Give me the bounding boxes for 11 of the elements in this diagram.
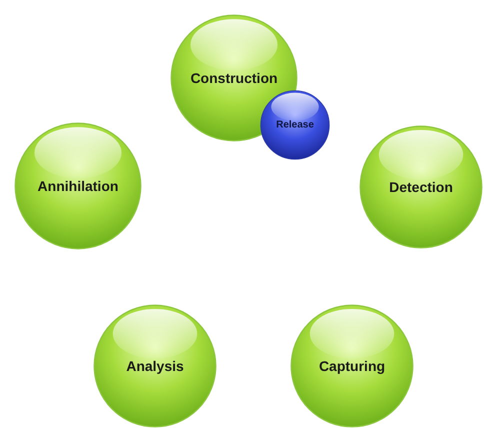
circle-node: [290, 304, 414, 428]
node-label: Release: [275, 120, 315, 130]
node-label: Construction: [189, 70, 279, 86]
node-label: Capturing: [318, 358, 386, 374]
circle-node: [359, 125, 483, 249]
node-label: Annihilation: [36, 178, 120, 194]
circle-node: [93, 304, 217, 428]
node-label: Detection: [388, 179, 454, 195]
node-label: Analysis: [125, 358, 185, 374]
circle-node: [14, 122, 142, 250]
circle-node: [260, 90, 330, 160]
